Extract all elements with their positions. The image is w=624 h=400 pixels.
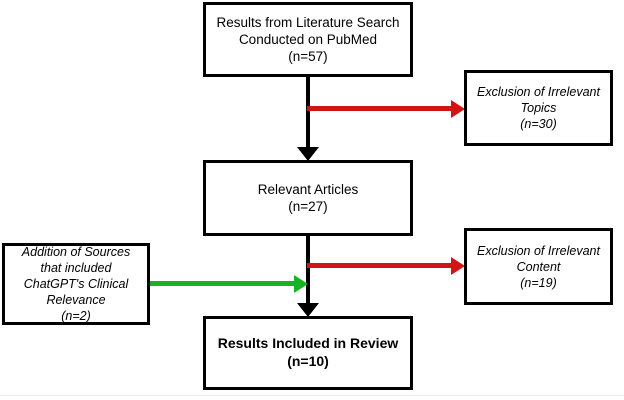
box-exclusion-irrelevant-content: Exclusion of Irrelevant Content (n=19) <box>464 228 613 305</box>
box-exclusion-irrelevant-topics: Exclusion of Irrelevant Topics (n=30) <box>464 70 613 146</box>
box-results-included-in-review: Results Included in Review (n=10) <box>203 316 413 390</box>
box-relevant-articles-label: Relevant Articles (n=27) <box>257 181 359 214</box>
flow-connector-relevant-to-included <box>306 236 310 306</box>
flow-arrowhead-relevant <box>297 147 319 161</box>
box-relevant-articles: Relevant Articles (n=27) <box>203 160 413 236</box>
exclusion-arrowhead-content <box>451 256 465 275</box>
box-literature-search: Results from Literature Search Conducted… <box>203 2 413 77</box>
exclusion-connector-content <box>307 263 453 268</box>
flow-arrowhead-included <box>297 303 319 317</box>
exclusion-arrowhead-topics <box>451 99 465 118</box>
box-exclusion-irrelevant-content-label: Exclusion of Irrelevant Content (n=19) <box>477 243 600 290</box>
addition-arrowhead <box>294 274 308 293</box>
box-literature-search-label: Results from Literature Search Conducted… <box>216 14 400 65</box>
box-addition-of-sources: Addition of Sources that included ChatGP… <box>2 243 150 325</box>
flow-connector-search-to-relevant <box>306 77 310 149</box>
exclusion-connector-topics <box>307 106 453 111</box>
box-addition-of-sources-label: Addition of Sources that included ChatGP… <box>21 245 131 323</box>
box-exclusion-irrelevant-topics-label: Exclusion of Irrelevant Topics (n=30) <box>477 85 600 131</box>
addition-connector <box>150 281 296 286</box>
bottom-divider <box>0 395 624 396</box>
box-results-included-in-review-label: Results Included in Review (n=10) <box>217 335 399 369</box>
